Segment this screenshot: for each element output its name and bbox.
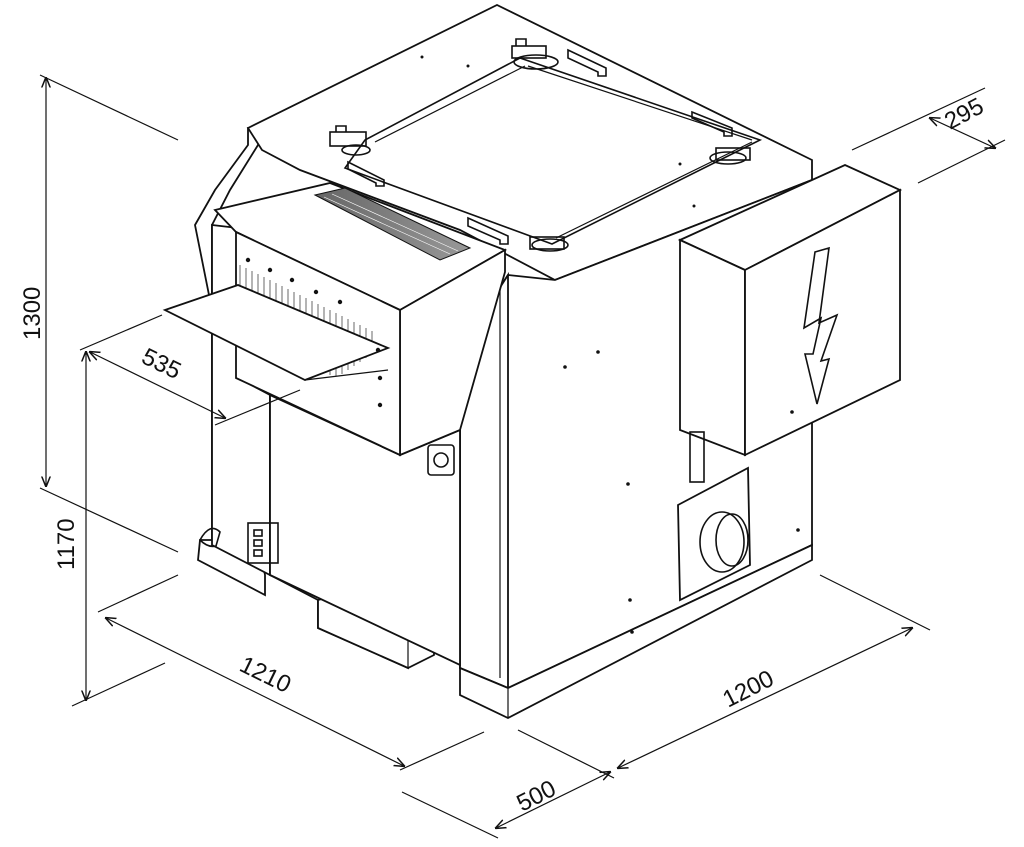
duct-plate bbox=[677, 466, 751, 602]
feed-unit-bolts bbox=[245, 257, 383, 408]
lid-latch-front[interactable] bbox=[529, 236, 569, 252]
box-bracket bbox=[689, 431, 705, 483]
dim-overall-height: 1300 bbox=[19, 287, 46, 340]
duct-pipe-inner bbox=[715, 513, 749, 567]
machine bbox=[162, 3, 903, 720]
lid-handle-front[interactable] bbox=[467, 216, 509, 245]
dim-base-offset: 500 bbox=[512, 775, 560, 817]
feed-slot bbox=[313, 187, 472, 261]
dim-table-height: 1170 bbox=[53, 518, 80, 570]
lid-handle-left[interactable] bbox=[347, 160, 385, 187]
duct-pipe-end bbox=[699, 511, 745, 573]
dim-box-depth: 295 bbox=[940, 93, 988, 136]
lid-latch-top[interactable] bbox=[511, 38, 559, 70]
lid-latch-right[interactable] bbox=[709, 147, 751, 165]
control-badge[interactable] bbox=[427, 444, 455, 476]
dimension-lines bbox=[39, 74, 1006, 839]
lid-handle-right[interactable] bbox=[691, 110, 733, 137]
connector-block[interactable] bbox=[247, 522, 279, 564]
electrical-box-side bbox=[744, 188, 901, 457]
lightning-arrow-icon bbox=[802, 246, 839, 405]
electrical-box-front bbox=[679, 238, 746, 457]
lid-latch-left[interactable] bbox=[329, 125, 371, 156]
panel-rivets bbox=[420, 55, 800, 634]
side-hook bbox=[199, 527, 221, 548]
feed-tray bbox=[162, 284, 391, 381]
lid-handle-top[interactable] bbox=[567, 48, 607, 77]
dim-width-left: 1210 bbox=[235, 651, 295, 699]
